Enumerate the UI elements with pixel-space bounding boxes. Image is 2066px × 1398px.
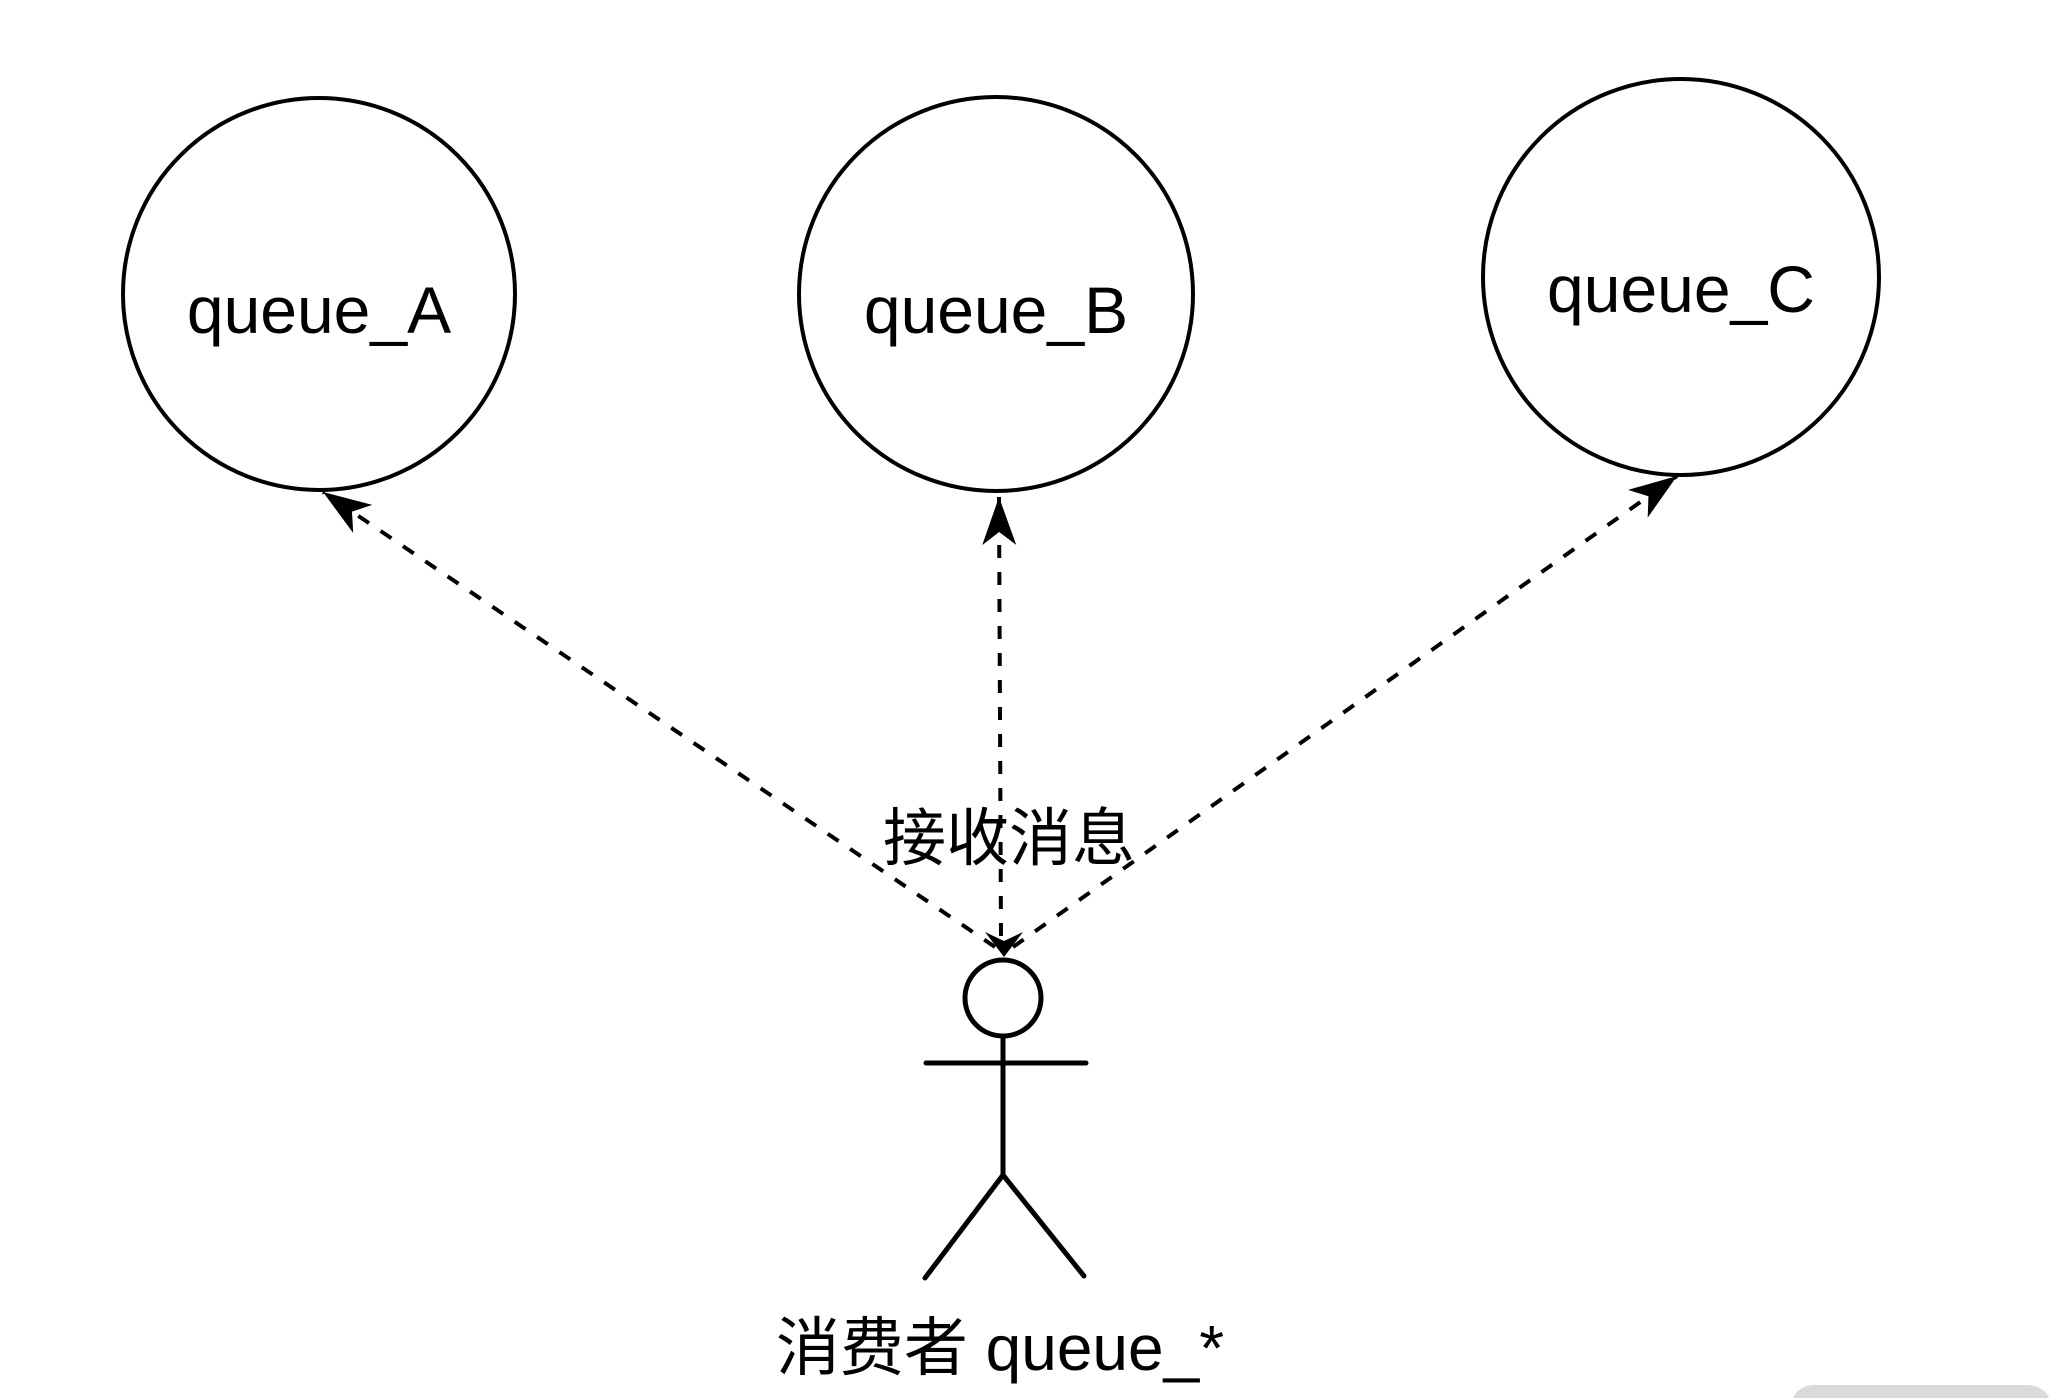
queue-c-node bbox=[1481, 77, 1881, 477]
queue-b-node bbox=[797, 95, 1195, 493]
actor-right-leg bbox=[1000, 1172, 1087, 1279]
corner-widget-partial[interactable] bbox=[1790, 1385, 2052, 1398]
queue-a-node bbox=[121, 96, 517, 492]
edge-consumer-to-queue-c bbox=[1011, 474, 1679, 949]
edge-consumer-to-queue-b bbox=[982, 496, 1017, 937]
edge-consumer-to-queue-a bbox=[321, 490, 997, 949]
actor-left-leg bbox=[922, 1172, 1006, 1281]
edge-label-receive-message: 接收消息 bbox=[883, 803, 1135, 874]
actor-label: 消费者 queue_* bbox=[775, 1312, 1225, 1384]
actor-head bbox=[962, 957, 1044, 1039]
arrowhead-into-actor-icon bbox=[985, 932, 1023, 957]
actor-figure bbox=[922, 957, 1089, 1281]
